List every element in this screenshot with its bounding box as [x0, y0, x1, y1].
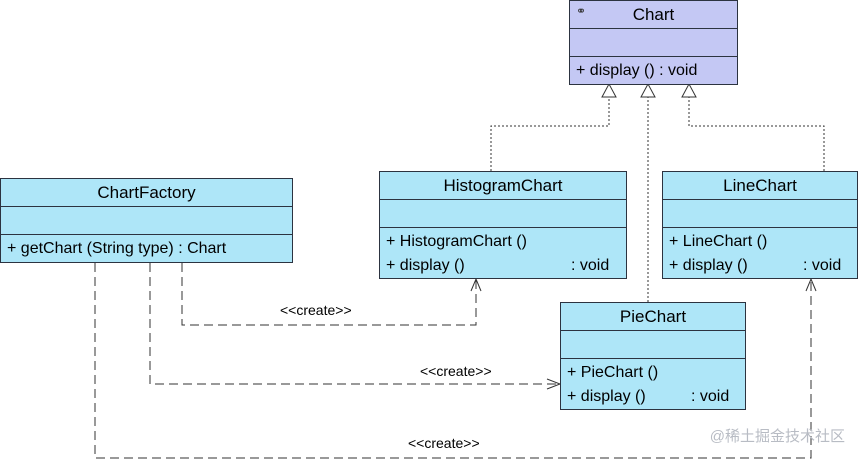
class-line-chart[interactable]: LineChart + LineChart () + display () : …: [662, 171, 858, 279]
operation-signature: + HistogramChart (): [386, 233, 527, 250]
operation-signature: + LineChart (): [669, 233, 768, 250]
dependency-histogram-arrowhead: [470, 277, 482, 292]
operation-signature: + display (): [567, 388, 646, 405]
class-chart-factory[interactable]: ChartFactory + getChart (String type) : …: [0, 178, 293, 263]
realization-pie-arrowhead: [640, 82, 656, 98]
operation-signature: + display () : void: [576, 62, 698, 79]
realization-histogram-line: [490, 96, 610, 171]
dependency-pie-line: [149, 263, 560, 385]
class-line-chart-name: LineChart: [723, 176, 797, 195]
operation: + PieChart (): [567, 361, 739, 385]
operation-return-type: : void: [571, 257, 610, 274]
class-chart-factory-attributes: [1, 207, 292, 235]
operation-signature: + getChart (String type) : Chart: [7, 240, 227, 257]
create-label-histogram: <<create>>: [280, 302, 352, 318]
class-line-chart-attributes: [663, 200, 857, 228]
operation-signature: + display (): [386, 257, 465, 274]
operation: + getChart (String type) : Chart: [7, 237, 286, 261]
operation: + display () : void: [576, 59, 731, 83]
class-chart[interactable]: ⚭ Chart + display () : void: [569, 0, 738, 85]
class-pie-chart[interactable]: PieChart + PieChart () + display () : vo…: [560, 302, 746, 410]
interface-icon: ⚭: [576, 4, 587, 18]
class-chart-operations: + display () : void: [570, 57, 737, 83]
operation: + display () : void: [386, 254, 620, 278]
realization-histogram-arrowhead: [601, 82, 617, 98]
realization-line-arrowhead: [681, 82, 697, 98]
class-chart-header: ⚭ Chart: [570, 1, 737, 29]
class-histogram-chart-name: HistogramChart: [443, 176, 563, 195]
class-chart-attributes: [570, 29, 737, 57]
class-chart-factory-name: ChartFactory: [97, 183, 196, 202]
class-pie-chart-header: PieChart: [561, 303, 745, 331]
operation: + display () : void: [669, 254, 851, 278]
class-histogram-chart-attributes: [380, 200, 626, 228]
operation-signature: + PieChart (): [567, 364, 659, 381]
dependency-line-line: [94, 263, 812, 459]
class-line-chart-operations: + LineChart () + display () : void: [663, 228, 857, 278]
operation: + LineChart (): [669, 230, 851, 254]
operation-return-type: : void: [803, 257, 842, 274]
class-line-chart-header: LineChart: [663, 172, 857, 200]
operation-return-type: : void: [691, 388, 730, 405]
create-label-line: <<create>>: [408, 435, 480, 451]
watermark: @稀土掘金技术社区: [709, 428, 845, 445]
operation-signature: + display (): [669, 257, 748, 274]
class-chart-factory-operations: + getChart (String type) : Chart: [1, 235, 292, 261]
class-histogram-chart-operations: + HistogramChart () + display () : void: [380, 228, 626, 278]
dependency-line-arrowhead: [805, 277, 817, 292]
dependency-histogram-line: [181, 263, 477, 326]
operation: + display () : void: [567, 385, 739, 409]
class-pie-chart-name: PieChart: [619, 307, 687, 326]
class-histogram-chart[interactable]: HistogramChart + HistogramChart () + dis…: [379, 171, 627, 279]
operation: + HistogramChart (): [386, 230, 620, 254]
class-chart-factory-header: ChartFactory: [1, 179, 292, 207]
class-pie-chart-operations: + PieChart () + display () : void: [561, 359, 745, 409]
class-histogram-chart-header: HistogramChart: [380, 172, 626, 200]
class-chart-name: Chart: [632, 5, 675, 24]
create-label-pie: <<create>>: [420, 363, 492, 379]
realization-line-line: [688, 96, 825, 171]
class-pie-chart-attributes: [561, 331, 745, 359]
